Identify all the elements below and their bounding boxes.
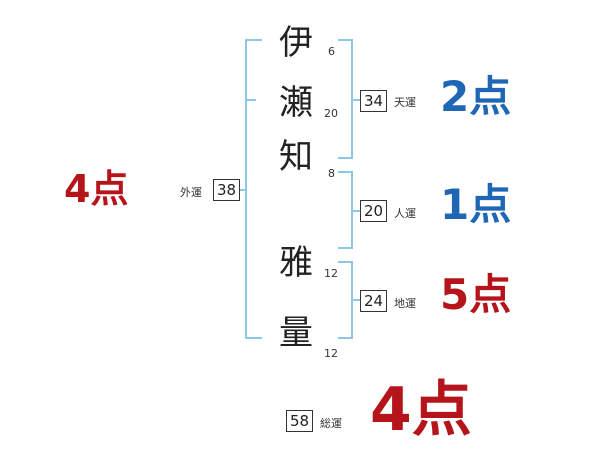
souun-label: 総運 (320, 417, 342, 430)
stroke-count-1: 6 (328, 45, 335, 58)
name-char-1: 伊 (279, 23, 313, 63)
gaiun-value: 38 (213, 179, 241, 201)
gaiun-score: 4点 (64, 167, 129, 211)
name-char-2: 瀬 (279, 83, 313, 123)
name-char-5: 量 (279, 313, 313, 353)
souun-score: 4点 (370, 375, 472, 445)
name-char-3: 知 (279, 137, 313, 177)
gaiun-label: 外運 (180, 186, 202, 199)
stroke-count-4: 12 (324, 267, 338, 280)
chiun-score: 5点 (440, 270, 512, 319)
jinun-label: 人運 (394, 207, 416, 220)
name-char-4: 雅 (279, 243, 313, 283)
tenun-value: 34 (360, 90, 388, 112)
souun-value: 58 (286, 410, 314, 432)
jinun-value: 20 (360, 200, 388, 222)
chiun-value: 24 (360, 290, 388, 312)
chiun-label: 地運 (394, 297, 416, 310)
stroke-count-2: 20 (324, 107, 338, 120)
jinun-score: 1点 (440, 180, 512, 229)
tenun-label: 天運 (394, 96, 416, 109)
tenun-score: 2点 (440, 72, 512, 121)
stroke-count-3: 8 (328, 167, 335, 180)
stroke-count-5: 12 (324, 347, 338, 360)
